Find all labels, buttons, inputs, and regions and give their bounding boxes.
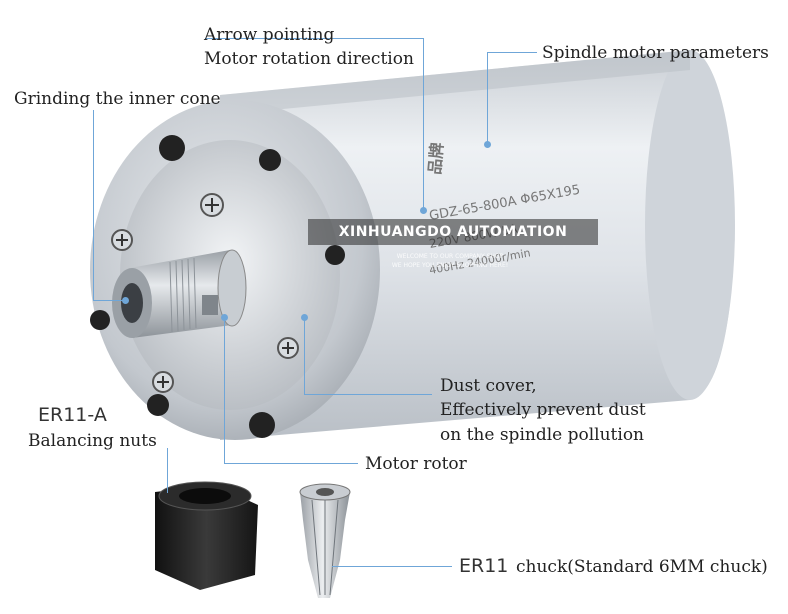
svg-text:品牌: 品牌	[425, 142, 447, 176]
watermark-tagline: WELCOME TO OUR COMPANY SHOP WE HOPE YOU …	[350, 252, 550, 270]
leader-dust	[304, 318, 305, 394]
watermark-line2: WE HOPE YOU ENJOY SHOPPING HERE!	[391, 262, 509, 269]
leader-nut	[167, 448, 168, 493]
er11-collet	[299, 483, 351, 598]
leader-dust-h	[304, 394, 432, 395]
label-balancing-nuts: Balancing nuts	[28, 431, 157, 451]
leader-arrow	[423, 38, 424, 213]
label-spindle-params: Spindle motor parameters	[542, 43, 769, 63]
leader-spindle-top	[487, 52, 537, 53]
label-grinding: Grinding the inner cone	[14, 89, 221, 109]
label-er11a: ER11-A	[38, 404, 107, 426]
leader-spindle	[487, 52, 488, 145]
er11a-nut	[155, 481, 258, 590]
leader-grinding	[93, 110, 94, 300]
label-motor-rotor: Motor rotor	[365, 454, 467, 474]
label-dust-line2: Effectively prevent dust	[440, 400, 646, 420]
label-chuck: chuck(Standard 6MM chuck)	[516, 557, 768, 577]
shaft	[112, 249, 247, 338]
label-er11: ER11	[459, 555, 509, 577]
leader-arrow-dot	[420, 207, 427, 214]
watermark-line1: WELCOME TO OUR COMPANY SHOP	[396, 253, 504, 260]
leader-dust-dot	[301, 314, 308, 321]
leader-rotor	[224, 318, 225, 463]
label-dust-line3: on the spindle pollution	[440, 425, 644, 445]
leader-grinding-dot	[122, 297, 129, 304]
watermark-brand: XINHUANGDO AUTOMATION	[308, 219, 598, 245]
label-dust-line1: Dust cover,	[440, 376, 537, 396]
leader-collet	[332, 566, 452, 567]
leader-rotor-dot	[221, 314, 228, 321]
label-arrow-line1: Arrow pointing	[204, 25, 335, 45]
label-arrow-line2: Motor rotation direction	[204, 49, 414, 69]
leader-arrow-top	[205, 38, 423, 39]
leader-spindle-dot	[484, 141, 491, 148]
leader-rotor-h	[224, 463, 358, 464]
leader-grinding-h	[93, 300, 125, 301]
